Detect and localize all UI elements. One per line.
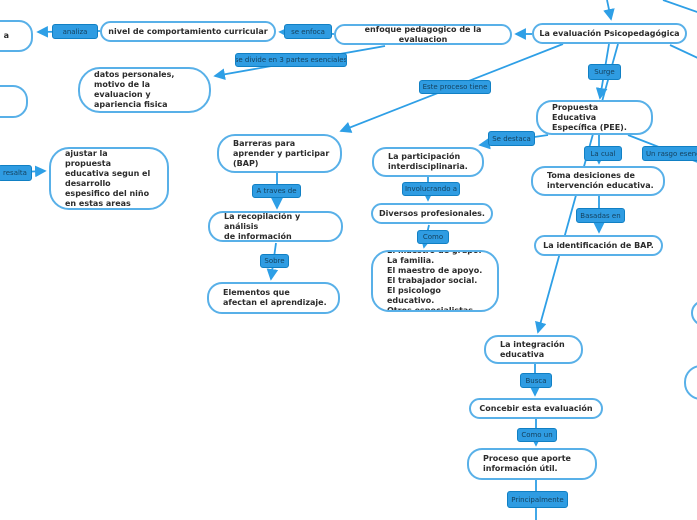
node-evaluacion-psicopedagogica[interactable]: La evaluación Psicopedagógica [532, 23, 687, 44]
node-proceso-informacion-util[interactable]: Proceso que aporte información útil. [467, 448, 597, 480]
node-nivel-comportamiento[interactable]: nivel de comportamiento curricular [100, 21, 276, 42]
link-label-analiza[interactable]: analiza [52, 24, 98, 39]
link-label-involucrando-a[interactable]: Involucrando a [402, 182, 460, 196]
node-enfoque-pedagogico[interactable]: enfoque pedagogico de la evaluacion [334, 24, 512, 45]
node-cutoff-left-2[interactable] [0, 85, 28, 118]
node-toma-decisiones[interactable]: Toma desiciones de intervención educativ… [531, 166, 665, 196]
node-concebir-evaluacion[interactable]: Concebir esta evaluación [469, 398, 603, 419]
link-label-este-proceso-tiene[interactable]: Este proceso tiene [419, 80, 491, 94]
link-label-principalmente[interactable]: Principalmente [507, 491, 568, 508]
link-label-busca[interactable]: Busca [520, 373, 552, 388]
link-label-basadas-en[interactable]: Basadas en [576, 208, 625, 223]
node-cutoff-top-left[interactable]: a [0, 20, 33, 52]
node-barreras-bap[interactable]: Barreras para aprender y participar (BAP… [217, 134, 342, 173]
node-ajustar-propuesta[interactable]: ajustar la propuesta educativa segun el … [49, 147, 169, 210]
node-propuesta-educativa-pee[interactable]: Propuesta Educativa Específica (PEE). [536, 100, 653, 135]
link-label-se-enfoca[interactable]: se enfoca [284, 24, 332, 39]
node-diversos-profesionales[interactable]: Diversos profesionales. [371, 203, 493, 224]
link-label-a-traves-de[interactable]: A traves de [252, 184, 301, 198]
node-lista-especialistas[interactable]: El maestro de grupo. La familia. El maes… [371, 250, 499, 312]
link-label-sobre[interactable]: Sobre [260, 254, 289, 268]
node-integracion-educativa[interactable]: La integración educativa [484, 335, 583, 364]
node-participacion-interdisciplinaria[interactable]: La participación interdisciplinaria. [372, 147, 484, 177]
link-label-como-un[interactable]: Como un [517, 428, 557, 442]
link-label-resalta[interactable]: resalta [0, 165, 32, 181]
node-identificacion-bap[interactable]: La identificación de BAP. [534, 235, 663, 256]
link-label-un-rasgo-esencial[interactable]: Un rasgo esenc [642, 146, 697, 161]
link-label-se-divide[interactable]: se divide en 3 partes esenciales [235, 53, 347, 67]
link-label-como[interactable]: Como [417, 230, 449, 244]
link-label-se-destaca[interactable]: Se destaca [488, 131, 535, 146]
node-recopilacion-analisis[interactable]: La recopilación y análisis de informació… [208, 211, 343, 242]
link-label-surge[interactable]: Surge [588, 64, 621, 80]
link-label-la-cual[interactable]: La cual [584, 146, 622, 161]
node-datos-personales[interactable]: datos personales, motivo de la evaluacio… [78, 67, 211, 113]
node-elementos-aprendizaje[interactable]: Elementos que afectan el aprendizaje. [207, 282, 340, 314]
